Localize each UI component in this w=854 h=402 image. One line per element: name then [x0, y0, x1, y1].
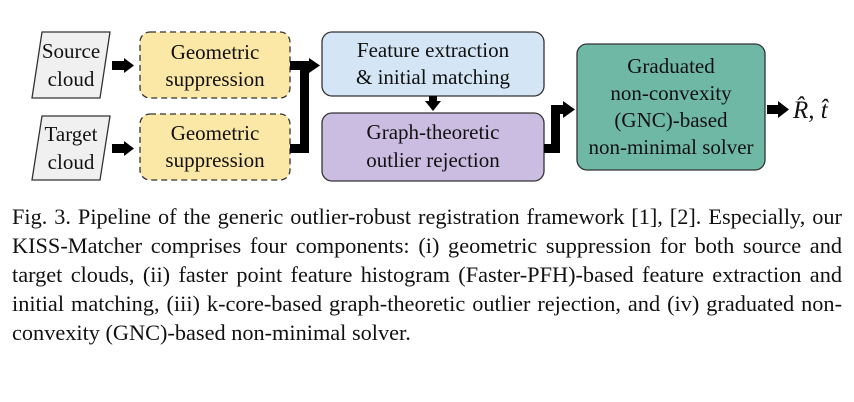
solver-line3: (GNC)-based — [614, 108, 728, 132]
arrow-rejection-to-solver — [544, 101, 575, 153]
feature-extraction-line1: Feature extraction — [357, 38, 510, 62]
outlier-rejection-line1: Graph-theoretic — [367, 120, 500, 144]
target-cloud-line1: Target — [45, 122, 98, 146]
output-label: R̂, t̂ — [792, 96, 829, 124]
solver-line1: Graduated — [627, 54, 715, 78]
arrow-feature-to-rejection — [425, 96, 441, 111]
target-cloud-node: Target cloud — [31, 115, 111, 181]
feature-extraction-box: Feature extraction & initial matching — [321, 31, 545, 97]
suppression-target-line1: Geometric — [171, 121, 260, 145]
source-cloud-line2: cloud — [48, 67, 95, 91]
solver-line4: non-minimal solver — [588, 135, 753, 159]
target-cloud-line2: cloud — [48, 150, 95, 174]
outlier-rejection-line2: outlier rejection — [366, 148, 500, 172]
figure-caption: Fig. 3. Pipeline of the generic outlier-… — [12, 204, 842, 345]
solver-line2: non-convexity — [610, 81, 732, 105]
suppression-source-line1: Geometric — [171, 40, 260, 64]
arrow-suppression-to-feature — [290, 58, 320, 153]
outlier-rejection-box: Graph-theoretic outlier rejection — [321, 112, 545, 182]
geometric-suppression-target-box: Geometric suppression — [139, 113, 291, 181]
suppression-source-line2: suppression — [165, 67, 265, 91]
pipeline-diagram: Source cloud Target cloud Geometric supp… — [31, 31, 829, 182]
source-cloud-line1: Source — [42, 39, 100, 63]
feature-extraction-line2: & initial matching — [356, 65, 510, 89]
suppression-target-line2: suppression — [165, 148, 265, 172]
geometric-suppression-source-box: Geometric suppression — [139, 31, 291, 99]
arrow-solver-to-output — [767, 101, 789, 118]
arrow-target-to-suppression — [112, 141, 134, 156]
gnc-solver-box: Graduated non-convexity (GNC)-based non-… — [576, 43, 766, 171]
arrow-source-to-suppression — [112, 58, 134, 73]
source-cloud-node: Source cloud — [31, 31, 111, 99]
